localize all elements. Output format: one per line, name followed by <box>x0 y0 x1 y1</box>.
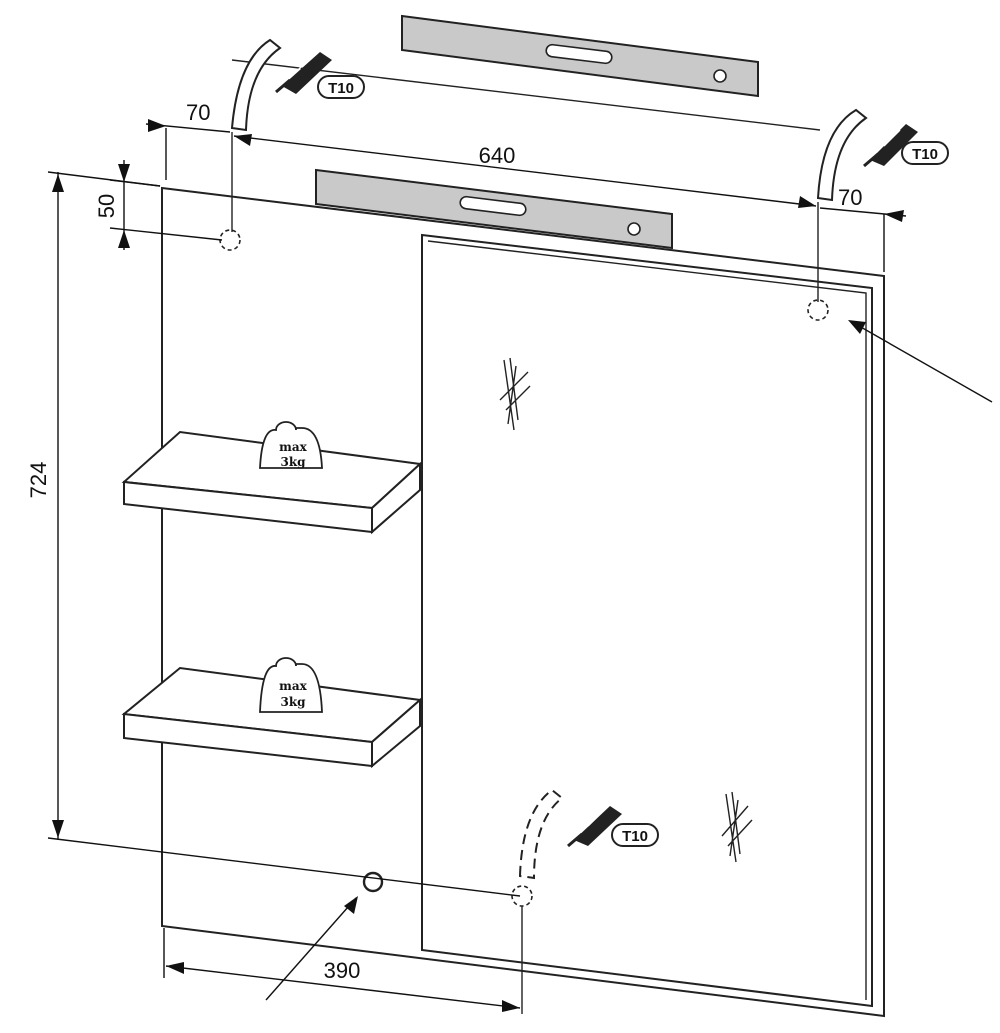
mirror-reflection-mark-upper <box>499 357 531 431</box>
dimension-label-top-right: 70 <box>838 185 862 210</box>
hook-bottom <box>518 788 564 1014</box>
tool-label-top-right: T10 <box>901 141 949 165</box>
dimension-top-right-offset: 70 <box>819 185 907 272</box>
screwdriver-icon <box>275 52 332 94</box>
screwdriver-icon <box>567 806 622 848</box>
wall-line-top <box>231 59 821 131</box>
pointer-arrow-right <box>848 320 993 403</box>
screwdriver-icon <box>863 124 918 168</box>
hook-top-right <box>816 108 868 302</box>
hook-top-left <box>230 38 282 232</box>
tool-label-top-left: T10 <box>317 75 365 99</box>
dimension-label-bottom-span: 390 <box>324 958 361 983</box>
tool-label-text: T10 <box>912 146 938 163</box>
dimension-label-top-span: 640 <box>479 143 516 168</box>
dimension-label-height: 724 <box>26 462 51 499</box>
dimension-label-hole-drop: 50 <box>94 194 119 218</box>
spirit-level-lower <box>315 168 673 250</box>
weight-tag-lower-line2: 3kg <box>280 695 306 709</box>
weight-tag-lower: max 3kg <box>259 657 323 713</box>
dimension-hole-drop: 50 <box>94 160 223 250</box>
shelf-upper <box>121 430 423 535</box>
weight-tag-lower-line1: max <box>279 679 307 693</box>
weight-tag-upper: max 3kg <box>259 421 323 469</box>
tool-label-bottom: T10 <box>611 823 659 847</box>
tool-label-text: T10 <box>622 828 648 845</box>
pointer-arrow-bottom <box>265 896 358 1001</box>
weight-tag-upper-line2: 3kg <box>280 455 306 469</box>
mount-hole-top-left <box>219 229 241 251</box>
mount-hole-top-right <box>807 299 829 321</box>
mirror-door <box>421 233 873 1008</box>
dimension-top-span: 640 <box>233 134 817 208</box>
mirror-reflection-mark-lower <box>721 791 753 863</box>
dimension-height: 724 <box>26 171 521 897</box>
cabinet-bottom-hole <box>362 871 384 893</box>
tool-label-text: T10 <box>328 80 354 97</box>
dimension-top-left-offset: 70 <box>145 100 231 180</box>
spirit-level-upper <box>401 14 759 98</box>
dimension-label-top-left: 70 <box>186 100 210 125</box>
dimension-bottom-span: 390 <box>163 928 521 1012</box>
weight-tag-upper-line1: max <box>279 440 307 454</box>
